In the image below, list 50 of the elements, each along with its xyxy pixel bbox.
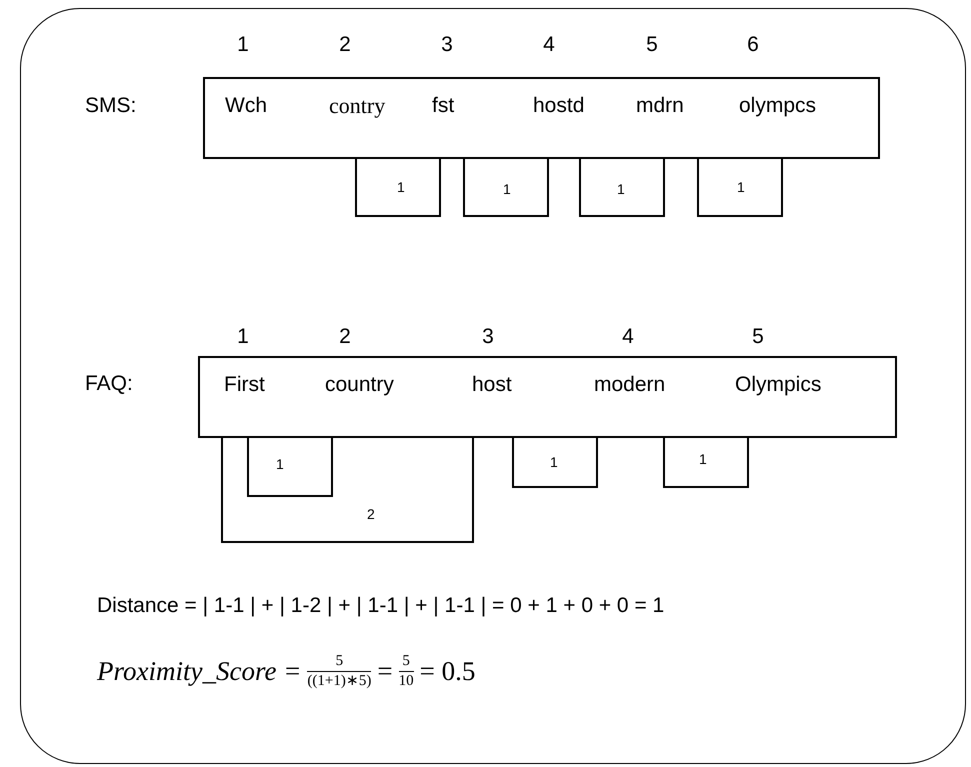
bracket [579,158,665,217]
bracket [355,158,441,217]
count-label: 1 [276,457,284,471]
word: olympcs [739,95,816,116]
row-label: SMS: [85,95,136,116]
formula-text: ((1+1)∗5) [307,672,372,690]
word: hostd [533,95,584,116]
row-label: FAQ: [85,373,133,394]
count-label: 1 [503,182,511,196]
position-number: 3 [441,34,453,55]
bracket [663,437,749,488]
count-label: 1 [699,452,707,466]
formula-text: = [377,658,393,685]
formula-text: 5 [336,652,344,671]
formula-text: = 0.5 [420,658,476,685]
position-number: 2 [339,326,351,347]
position-number: 4 [622,326,634,347]
bracket [697,158,783,217]
bracket [463,158,549,217]
word: fst [432,95,454,116]
count-label: 2 [367,507,375,521]
word: country [325,374,394,395]
word: Wch [225,95,267,116]
word-box [198,356,897,438]
bracket [512,437,598,488]
count-label: 1 [397,180,405,194]
word: Olympics [735,374,822,395]
position-number: 5 [646,34,658,55]
distance-formula: Distance = | 1-1 | + | 1-2 | + | 1-1 | + | 1-1 | = 0 + 1 + 0 + 0 = 1 [97,595,664,616]
bracket [221,437,474,543]
position-number: 4 [543,34,555,55]
position-number: 1 [237,34,249,55]
word: mdrn [636,95,684,116]
formula-text: Proximity_Score = [97,658,302,685]
position-number: 1 [237,326,249,347]
formula-text: 10 [398,672,414,690]
word: First [224,374,265,395]
count-label: 1 [617,182,625,196]
position-number: 6 [747,34,759,55]
position-number: 2 [339,34,351,55]
count-label: 1 [737,180,745,194]
formula-text: 5 [402,652,410,671]
word: contry [329,95,386,117]
bracket [247,437,333,497]
position-number: 5 [752,326,764,347]
word: modern [594,374,666,395]
count-label: 1 [550,455,558,469]
word: host [472,374,512,395]
position-number: 3 [482,326,494,347]
word-box [203,77,880,159]
